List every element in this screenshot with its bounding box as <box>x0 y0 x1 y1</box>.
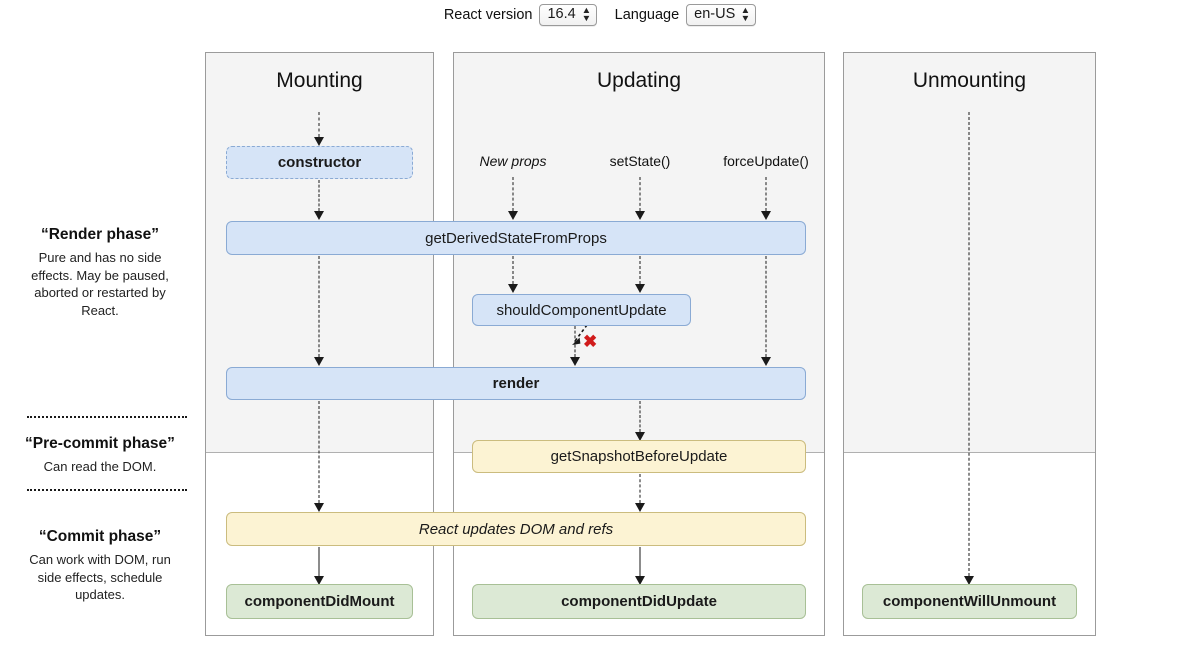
node-get-snapshot-before-update[interactable]: getSnapshotBeforeUpdate <box>472 440 806 473</box>
arrow-dom-update-to-did-update <box>630 547 650 585</box>
react-version-select[interactable]: 16.4 ▲▼ <box>539 4 597 26</box>
phase-commit-description: Can work with DOM, run side effects, sch… <box>29 552 171 602</box>
language-select[interactable]: en-US ▲▼ <box>686 4 757 26</box>
arrow-dom-update-to-did-mount <box>309 547 329 585</box>
arrow-unmounting-to-will-unmount <box>959 112 979 585</box>
node-render[interactable]: render <box>226 367 806 400</box>
language-value: en-US <box>694 6 736 22</box>
arrow-forceupdate-to-gdsfp <box>756 177 776 220</box>
arrow-mounting-to-constructor <box>309 112 329 146</box>
phase-divider-bottom <box>27 489 187 491</box>
arrow-gdsfp-to-scu-right <box>630 256 650 293</box>
arrow-scu-bailout <box>572 324 588 345</box>
column-mounting-title: Mounting <box>276 69 363 92</box>
column-updating-title: Updating <box>596 69 682 92</box>
toolbar: React version 16.4 ▲▼ Language en-US ▲▼ <box>0 0 1200 30</box>
phase-pre-commit-description: Can read the DOM. <box>43 459 157 474</box>
node-get-derived-state-from-props[interactable]: getDerivedStateFromProps <box>226 221 806 255</box>
phase-commit-title: “Commit phase” <box>38 528 162 545</box>
arrow-gdsfp-to-scu-left <box>503 256 523 293</box>
node-constructor[interactable]: constructor <box>226 146 413 179</box>
phase-divider-top <box>27 416 187 418</box>
node-component-did-update[interactable]: componentDidUpdate <box>472 584 806 619</box>
trigger-new-props: New props <box>479 153 547 169</box>
trigger-set-state: setState() <box>609 153 671 169</box>
language-label: Language <box>614 7 680 23</box>
node-component-will-unmount[interactable]: componentWillUnmount <box>862 584 1077 619</box>
stepper-arrows-icon[interactable]: ▲▼ <box>581 5 592 23</box>
arrow-scu-to-render <box>565 326 585 366</box>
phase-pre-commit-title: “Pre-commit phase” <box>25 435 175 452</box>
phase-render: “Render phase” Pure and has no side effe… <box>0 226 200 319</box>
phase-render-description: Pure and has no side effects. May be pau… <box>31 250 169 318</box>
column-unmounting-render-band <box>844 53 1095 453</box>
arrow-render-to-dom-update-mounting <box>309 401 329 512</box>
react-version-value: 16.4 <box>547 6 576 22</box>
phase-render-title: “Render phase” <box>40 226 159 243</box>
node-should-component-update[interactable]: shouldComponentUpdate <box>472 294 691 326</box>
column-unmounting-title: Unmounting <box>912 69 1027 92</box>
phase-legend: “Render phase” Pure and has no side effe… <box>0 0 200 664</box>
arrow-render-to-get-snapshot <box>630 401 650 441</box>
arrow-get-snapshot-to-dom-update <box>630 474 650 512</box>
arrow-setstate-to-gdsfp <box>630 177 650 220</box>
language-control: Language en-US ▲▼ <box>615 4 757 26</box>
arrow-gdsfp-to-render-mounting <box>309 256 329 366</box>
stepper-arrows-icon[interactable]: ▲▼ <box>740 5 751 23</box>
bail-out-x-icon: ✖ <box>583 332 598 351</box>
arrow-new-props-to-gdsfp <box>503 177 523 220</box>
node-react-updates-dom-and-refs[interactable]: React updates DOM and refs <box>226 512 806 546</box>
arrow-gdsfp-to-render-forceupdate <box>756 256 776 366</box>
react-version-label: React version <box>443 7 533 23</box>
arrow-constructor-to-gdsfp <box>309 180 329 220</box>
phase-commit: “Commit phase” Can work with DOM, run si… <box>0 528 200 604</box>
react-version-control: React version 16.4 ▲▼ <box>444 4 597 26</box>
node-component-did-mount[interactable]: componentDidMount <box>226 584 413 619</box>
phase-pre-commit: “Pre-commit phase” Can read the DOM. <box>0 435 200 476</box>
trigger-force-update: forceUpdate() <box>723 153 809 169</box>
